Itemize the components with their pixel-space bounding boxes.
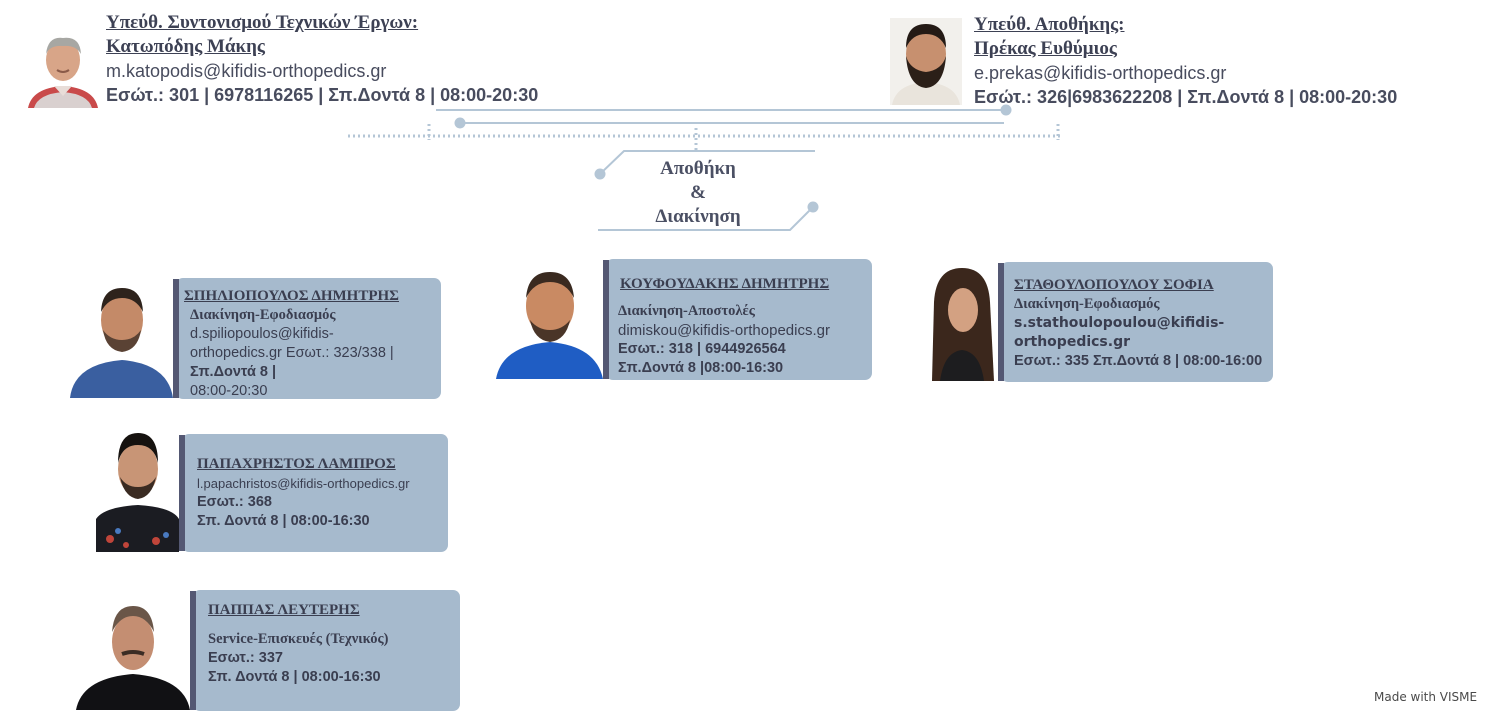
staff-name: ΚΟΥΦΟΥΔΑΚΗΣ ΔΗΜΗΤΡΗΣ bbox=[620, 276, 830, 292]
staff-card-spiliopoulos bbox=[176, 278, 441, 399]
staff-email-line-2: orthopedics.gr Εσωτ.: 323/338 | bbox=[190, 345, 394, 361]
staff-details-koufoudakis: ΚΟΥΦΟΥΔΑΚΗΣ ΔΗΜΗΤΡΗΣ Διακίνηση-Αποστολές… bbox=[618, 275, 830, 378]
staff-email[interactable]: dimiskou@kifidis-orthopedics.gr bbox=[618, 322, 830, 339]
card-accent-bar bbox=[173, 279, 179, 398]
head-2-photo bbox=[890, 18, 962, 105]
head-2-title: Υπεύθ. Αποθήκης: bbox=[974, 14, 1125, 35]
head-1-name: Κατωπόδης Μάκης bbox=[106, 36, 265, 57]
staff-phone: Εσωτ.: 368 bbox=[197, 494, 272, 510]
department-label: Αποθήκη & Διακίνηση bbox=[638, 157, 758, 229]
staff-hours: 08:00-20:30 bbox=[190, 383, 268, 399]
card-accent-bar bbox=[190, 591, 196, 710]
card-accent-bar bbox=[998, 263, 1004, 381]
head-1-photo bbox=[24, 36, 102, 108]
staff-address-hours: Εσωτ.: 335 Σπ.Δοντά 8 | 08:00-16:00 bbox=[1014, 353, 1263, 369]
staff-details-spiliopoulos: ΣΠΗΛΙΟΠΟΥΛΟΣ ΔΗΜΗΤΡΗΣ Διακίνηση-Εφοδιασμ… bbox=[184, 287, 399, 401]
staff-photo-pappas bbox=[76, 600, 190, 710]
card-accent-bar bbox=[603, 260, 609, 379]
head-2-name: Πρέκας Ευθύμιος bbox=[974, 38, 1117, 59]
staff-name: ΣΤΑΘΟΥΛΟΠΟΥΛΟΥ ΣΟΦΙΑ bbox=[1014, 277, 1214, 293]
staff-role: Service-Επισκευές (Τεχνικός) bbox=[208, 631, 389, 647]
head-1-details: Υπεύθ. Συντονισμού Τεχνικών Έργων: Κατωπ… bbox=[106, 11, 538, 107]
staff-name: ΠΑΠΑΧΡΗΣΤΟΣ ΛΑΜΠΡΟΣ bbox=[197, 456, 396, 472]
staff-photo-koufoudakis bbox=[496, 262, 603, 379]
staff-name: ΠΑΠΠΑΣ ΛΕΥΤΕΡΗΣ bbox=[208, 602, 360, 618]
head-2-details: Υπεύθ. Αποθήκης: Πρέκας Ευθύμιος e.preka… bbox=[974, 13, 1397, 109]
staff-photo-spiliopoulos bbox=[70, 278, 173, 398]
staff-name: ΣΠΗΛΙΟΠΟΥΛΟΣ ΔΗΜΗΤΡΗΣ bbox=[184, 288, 399, 304]
staff-photo-stathoulopoulou bbox=[926, 262, 998, 381]
staff-details-stathoulopoulou: ΣΤΑΘΟΥΛΟΠΟΥΛΟΥ ΣΟΦΙΑ Διακίνηση-Εφοδιασμό… bbox=[1014, 276, 1262, 371]
head-2-info: Εσώτ.: 326|6983622208 | Σπ.Δοντά 8 | 08:… bbox=[974, 87, 1398, 107]
staff-address-hours: Σπ.Δοντά 8 |08:00-16:30 bbox=[618, 360, 784, 376]
connector-lines bbox=[348, 104, 1062, 231]
staff-photo-papachristos bbox=[96, 427, 179, 552]
department-line-2: & bbox=[690, 182, 706, 203]
visme-credit[interactable]: Made with VISME bbox=[1374, 690, 1478, 704]
staff-email[interactable]: l.papachristos@kifidis-orthopedics.gr bbox=[197, 476, 410, 491]
staff-card-pappas bbox=[193, 590, 460, 711]
staff-details-papachristos: ΠΑΠΑΧΡΗΣΤΟΣ ΛΑΜΠΡΟΣ l.papachristos@kifid… bbox=[197, 455, 410, 531]
department-line-1: Αποθήκη bbox=[660, 158, 736, 179]
staff-card-papachristos bbox=[182, 434, 448, 552]
staff-email-line-1[interactable]: s.stathoulopoulou@kifidis- bbox=[1014, 315, 1225, 331]
staff-address: Σπ.Δοντά 8 | bbox=[190, 364, 277, 380]
staff-role: Διακίνηση-Εφοδιασμός bbox=[1014, 296, 1160, 312]
head-1-info: Εσώτ.: 301 | 6978116265 | Σπ.Δοντά 8 | 0… bbox=[106, 85, 539, 105]
department-line-3: Διακίνηση bbox=[655, 206, 741, 227]
head-1-title: Υπεύθ. Συντονισμού Τεχνικών Έργων: bbox=[106, 12, 419, 33]
head-1-email[interactable]: m.katopodis@kifidis-orthopedics.gr bbox=[106, 61, 387, 81]
staff-phone: Εσωτ.: 337 bbox=[208, 650, 283, 666]
staff-card-stathoulopoulou bbox=[1001, 262, 1273, 382]
card-accent-bar bbox=[179, 435, 185, 551]
staff-address-hours: Σπ. Δοντά 8 | 08:00-16:30 bbox=[208, 669, 381, 685]
staff-details-pappas: ΠΑΠΠΑΣ ΛΕΥΤΕΡΗΣ Service-Επισκευές (Τεχνι… bbox=[208, 601, 389, 687]
staff-address-hours: Σπ. Δοντά 8 | 08:00-16:30 bbox=[197, 513, 370, 529]
staff-email-line-2: orthopedics.gr bbox=[1014, 334, 1131, 350]
staff-phone: Εσωτ.: 318 | 6944926564 bbox=[618, 341, 786, 357]
staff-email-line-1[interactable]: d.spiliopoulos@kifidis- bbox=[190, 326, 334, 342]
staff-card-koufoudakis bbox=[606, 259, 872, 380]
head-2-email[interactable]: e.prekas@kifidis-orthopedics.gr bbox=[974, 63, 1227, 83]
staff-role: Διακίνηση-Εφοδιασμός bbox=[190, 307, 336, 323]
staff-role: Διακίνηση-Αποστολές bbox=[618, 303, 755, 319]
